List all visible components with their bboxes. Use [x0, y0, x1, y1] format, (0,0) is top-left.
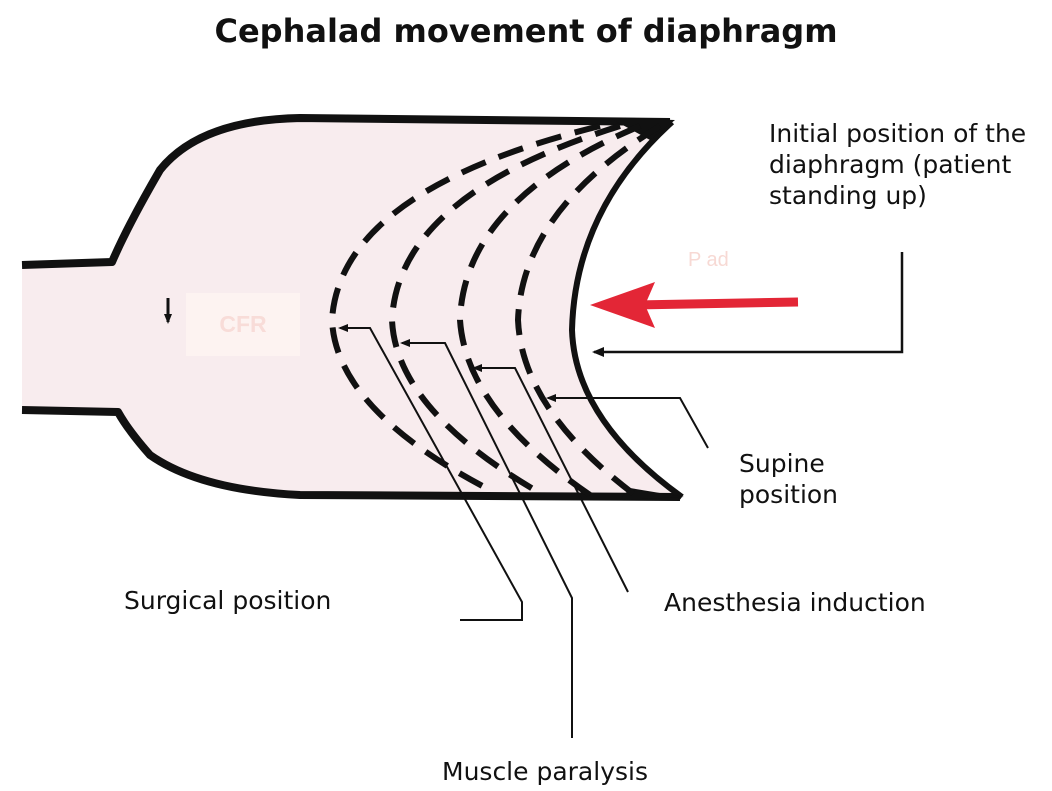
- surgical-position-label: Surgical position: [124, 585, 331, 616]
- diagram-title: Cephalad movement of diaphragm: [0, 12, 1052, 50]
- p-ad-label: P ad: [688, 249, 729, 272]
- anesthesia-induction-label: Anesthesia induction: [664, 587, 926, 618]
- thorax-fill: [22, 118, 680, 497]
- cfr-label: CFR: [186, 293, 300, 356]
- initial-position-label: Initial position of the diaphragm (patie…: [769, 118, 1052, 211]
- supine-position-label: Supine position: [739, 448, 889, 510]
- pressure-arrow: [635, 302, 798, 305]
- muscle-paralysis-label: Muscle paralysis: [442, 756, 648, 787]
